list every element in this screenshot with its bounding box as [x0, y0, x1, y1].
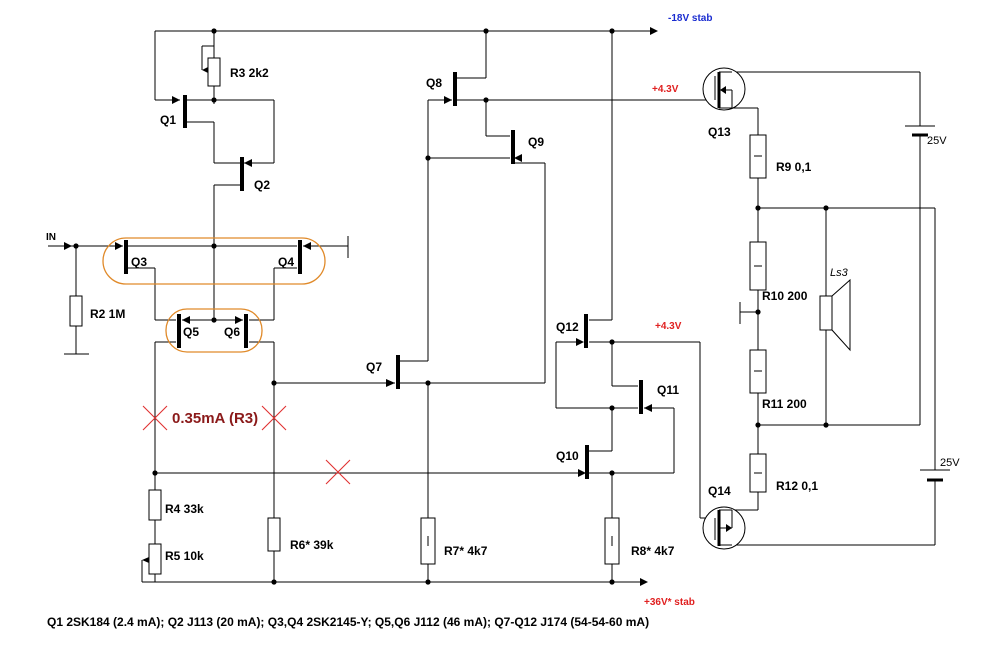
cut-mark-left	[142, 405, 168, 431]
q7-label: Q7	[366, 360, 382, 374]
q10-label: Q10	[556, 449, 579, 463]
r2-label: R2 1M	[90, 307, 125, 321]
r10-label: R10 200	[762, 289, 808, 303]
q11-label: Q11	[657, 383, 679, 397]
resistor-r2	[69, 295, 83, 327]
r8-label: R8* 4k7	[631, 544, 675, 558]
r7-label: R7* 4k7	[444, 544, 488, 558]
speaker-ls3	[819, 278, 851, 352]
q9-label: Q9	[528, 135, 544, 149]
r3-label: R3 2k2	[230, 66, 269, 80]
r4-label: R4 33k	[165, 502, 204, 516]
junction-dots	[73, 28, 829, 585]
resistor-r5	[142, 543, 162, 575]
transistor-q10	[578, 445, 589, 479]
transistor-q1	[172, 95, 187, 128]
resistor-r4	[148, 489, 162, 521]
transistor-q8	[444, 72, 457, 106]
transistor-q9	[511, 130, 522, 164]
transistor-q6	[235, 314, 248, 348]
resistor-r11	[749, 349, 767, 394]
q12-label: Q12	[556, 320, 579, 334]
q1-label: Q1	[160, 113, 176, 127]
bias-label-upper: +4.3V	[652, 84, 679, 95]
resistor-r8	[604, 517, 620, 565]
input-label: IN	[46, 232, 56, 243]
resistor-r10	[749, 241, 767, 291]
cut-mark-feedback	[325, 459, 351, 485]
transistor-q4	[298, 240, 311, 274]
battery-lower	[920, 469, 950, 482]
cut-mark-right	[261, 405, 287, 431]
q3-label: Q3	[131, 255, 147, 269]
transistor-q3	[115, 240, 128, 274]
resistor-r9	[749, 134, 767, 179]
mosfet-q13	[702, 67, 746, 111]
r9-label: R9 0,1	[776, 160, 812, 174]
battery-label-lower: 25V	[940, 457, 960, 469]
battery-label-upper: 25V	[927, 135, 947, 147]
resistor-r12	[749, 453, 767, 493]
r5-label: R5 10k	[165, 549, 204, 563]
r6-label: R6* 39k	[290, 538, 334, 552]
mosfet-q14	[702, 506, 746, 550]
bias-label-lower: +4.3V	[655, 321, 682, 332]
resistor-r6	[267, 517, 281, 552]
r12-label: R12 0,1	[776, 479, 818, 493]
pair-highlight-q3-q4	[102, 237, 326, 285]
pair-highlight-q5-q6	[165, 308, 263, 353]
transistor-q12	[576, 314, 588, 348]
transistor-q11	[639, 380, 652, 414]
q8-label: Q8	[426, 76, 442, 90]
q5-label: Q5	[183, 325, 199, 339]
current-note: 0.35mA (R3)	[172, 410, 258, 427]
pos-supply-label: +36V* stab	[644, 597, 695, 608]
q4-label: Q4	[278, 255, 294, 269]
speaker-label: Ls3	[830, 267, 849, 279]
transistor-q5	[177, 314, 190, 348]
r11-label: R11 200	[762, 397, 807, 411]
resistor-r3	[202, 57, 221, 87]
battery-upper	[905, 125, 935, 137]
neg-supply-label: -18V stab	[668, 13, 712, 24]
transistor-q2	[240, 157, 252, 191]
q14-label: Q14	[708, 484, 731, 498]
q13-label: Q13	[708, 125, 731, 139]
parts-list: Q1 2SK184 (2.4 mA); Q2 J113 (20 mA); Q3,…	[47, 615, 649, 629]
q2-label: Q2	[254, 178, 270, 192]
resistor-r7	[420, 517, 436, 565]
q6-label: Q6	[224, 325, 240, 339]
